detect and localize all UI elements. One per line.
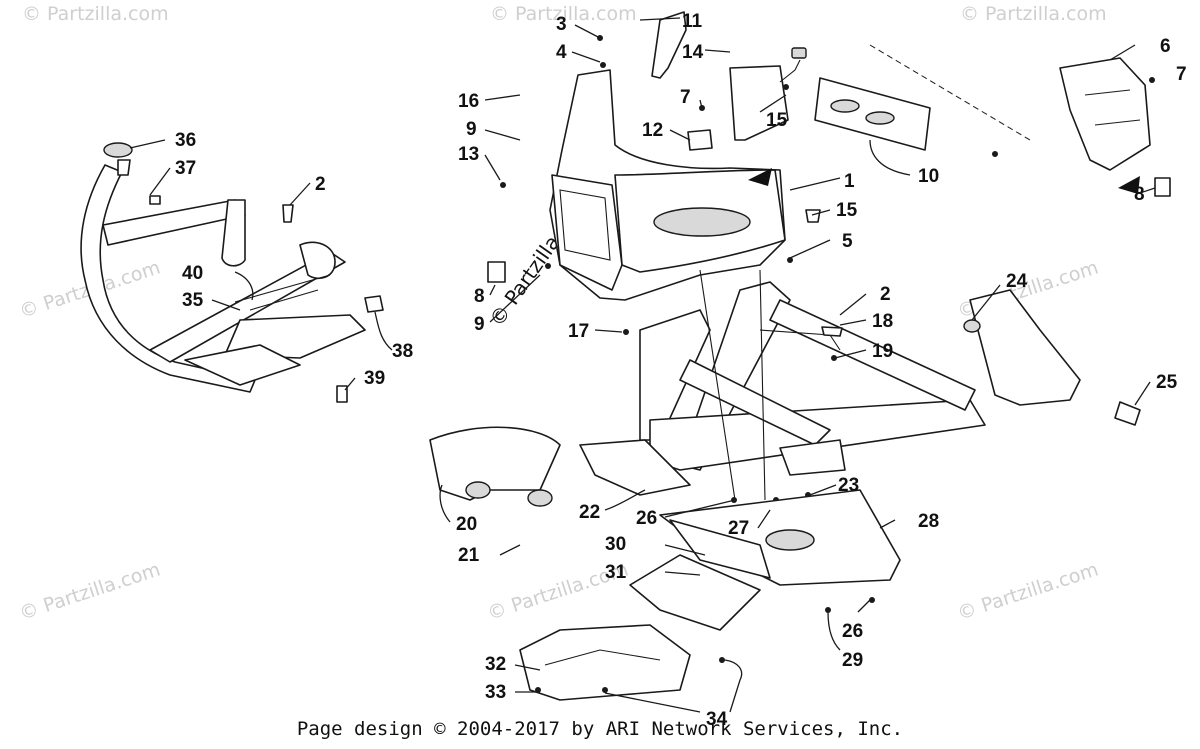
main-frame-assembly [429,269,1141,507]
direction-arrows [748,168,1140,194]
callout-1[interactable]: 1 [844,171,855,192]
callout-35[interactable]: 35 [182,290,204,311]
callout-32[interactable]: 32 [485,654,506,675]
callout-25[interactable]: 25 [1156,372,1178,393]
leader-lines [129,17,1156,713]
callout-16[interactable]: 16 [458,91,479,112]
callout-8[interactable]: 8 [1134,184,1145,205]
callout-17[interactable]: 17 [568,321,589,342]
right-bracket-assembly [869,44,1171,197]
callout-4[interactable]: 4 [556,42,567,63]
callout-30[interactable]: 30 [605,534,626,555]
callout-38[interactable]: 38 [392,341,413,362]
callout-8[interactable]: 8 [474,286,485,307]
callout-3[interactable]: 3 [556,14,567,35]
callout-18[interactable]: 18 [872,311,893,332]
callout-2[interactable]: 2 [315,174,326,195]
callout-22[interactable]: 22 [579,502,600,523]
callout-27[interactable]: 27 [728,518,749,539]
watermark-3: © Partzilla.com [960,3,1107,25]
callout-labels: 3 11 4 14 16 7 15 9 12 10 13 1 15 5 8 9 … [175,11,1187,730]
callout-24[interactable]: 24 [1006,271,1028,292]
callout-14[interactable]: 14 [682,42,704,63]
callout-20[interactable]: 20 [456,514,477,535]
callout-36[interactable]: 36 [175,130,196,151]
callout-10[interactable]: 10 [918,166,939,187]
callout-7[interactable]: 7 [1176,64,1187,85]
callout-29[interactable]: 29 [842,650,863,671]
watermark-8: © Partzilla.com [955,559,1101,625]
callout-31[interactable]: 31 [605,562,627,583]
callout-26[interactable]: 26 [636,508,657,529]
callout-21[interactable]: 21 [458,545,480,566]
page-footer: Page design © 2004-2017 by ARI Network S… [296,718,904,740]
front-bumper-assembly [80,142,384,403]
callout-5[interactable]: 5 [842,231,853,252]
callout-19[interactable]: 19 [872,341,893,362]
callout-12[interactable]: 12 [642,120,663,141]
skid-plate-assembly [519,489,901,701]
callout-15[interactable]: 15 [836,200,858,221]
watermark-6: © Partzilla.com [17,559,163,625]
callout-13[interactable]: 13 [458,144,479,165]
callout-28[interactable]: 28 [918,511,939,532]
callout-33[interactable]: 33 [485,682,506,703]
callout-6[interactable]: 6 [1160,36,1171,57]
callout-37[interactable]: 37 [175,158,196,179]
arrow-icon [1118,176,1140,194]
watermark-1: © Partzilla.com [22,3,169,25]
callout-34[interactable]: 34 [706,709,728,730]
callout-2[interactable]: 2 [880,284,891,305]
callout-40[interactable]: 40 [182,263,203,284]
callout-11[interactable]: 11 [682,11,703,32]
callout-23[interactable]: 23 [838,475,859,496]
arrow-icon [748,168,772,186]
callout-9[interactable]: 9 [474,314,485,335]
callout-26[interactable]: 26 [842,621,863,642]
callout-39[interactable]: 39 [364,368,385,389]
callout-9[interactable]: 9 [466,119,477,140]
callout-7[interactable]: 7 [680,87,691,108]
watermark-2: © Partzilla.com [490,3,637,25]
watermarks: © Partzilla.com © Partzilla.com © Partzi… [17,3,1107,625]
callout-15[interactable]: 15 [766,110,788,131]
front-housing-assembly [487,11,931,335]
